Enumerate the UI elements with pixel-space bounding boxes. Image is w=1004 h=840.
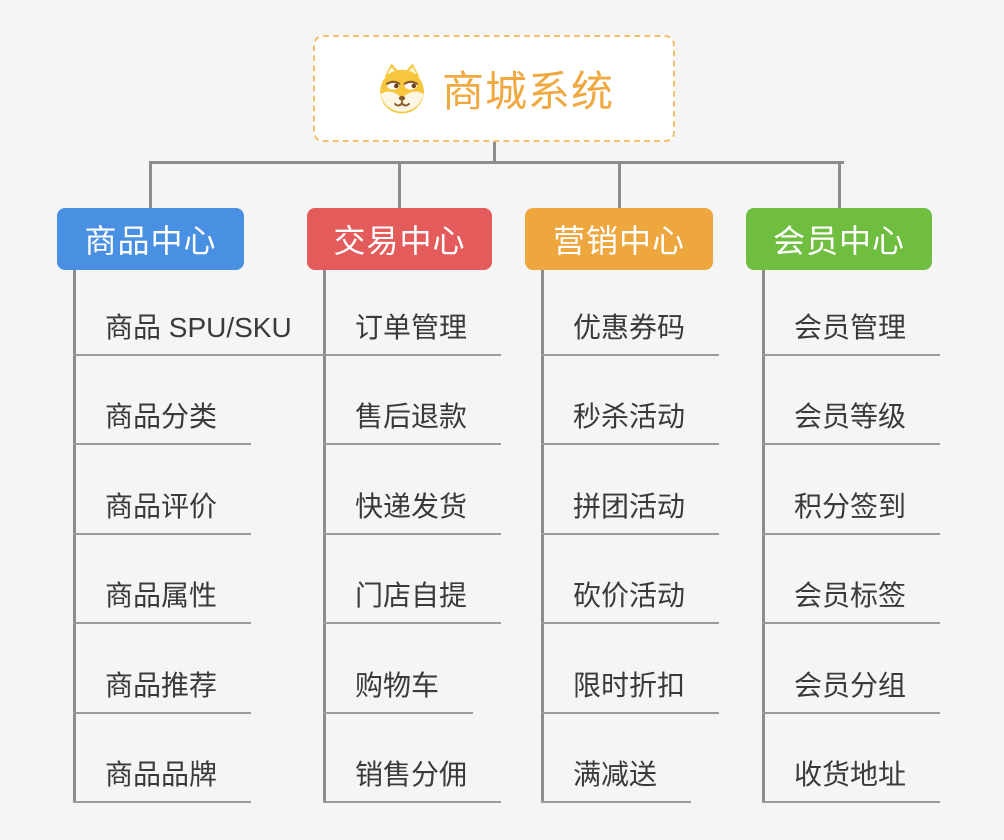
leaf-item[interactable]: 商品属性 [73, 572, 252, 625]
branch-vline-product-center [73, 270, 76, 803]
branch-header-trade-center[interactable]: 交易中心 [307, 208, 492, 270]
leaf-item[interactable]: 积分签到 [762, 483, 941, 535]
leaf-item[interactable]: 售后退款 [323, 393, 502, 446]
leaf-item[interactable]: 商品 SPU/SKU [73, 304, 326, 356]
trunk-connector [149, 161, 844, 164]
branch-vline-trade-center [323, 270, 326, 803]
leaf-item[interactable]: 门店自提 [323, 572, 502, 625]
branch-stub-product-center [149, 161, 152, 208]
branch-stub-marketing-center [617, 161, 621, 208]
branch-header-marketing-center[interactable]: 营销中心 [525, 208, 713, 270]
leaf-item[interactable]: 会员分组 [762, 662, 941, 714]
branch-stub-member-center [837, 161, 841, 208]
leaf-item[interactable]: 快递发货 [323, 483, 502, 535]
leaf-item[interactable]: 商品推荐 [73, 662, 252, 714]
branch-header-product-center[interactable]: 商品中心 [57, 208, 244, 270]
branch-stub-trade-center [398, 161, 401, 208]
branch-header-member-center[interactable]: 会员中心 [746, 208, 932, 270]
leaf-item[interactable]: 限时折扣 [541, 662, 720, 714]
leaf-item[interactable]: 商品评价 [73, 483, 252, 535]
leaf-item[interactable]: 优惠券码 [541, 304, 720, 356]
leaf-item[interactable]: 会员等级 [762, 393, 941, 446]
leaf-item[interactable]: 商品分类 [73, 393, 252, 446]
leaf-item[interactable]: 购物车 [323, 662, 474, 714]
leaf-item[interactable]: 会员标签 [762, 572, 941, 625]
leaf-item[interactable]: 商品品牌 [73, 751, 252, 803]
leaf-item[interactable]: 收货地址 [762, 751, 941, 803]
leaf-item[interactable]: 会员管理 [762, 304, 941, 356]
branch-vline-marketing-center [541, 270, 544, 803]
dog-face-icon [380, 63, 424, 113]
root-title: 商城系统 [441, 68, 614, 115]
leaf-item[interactable]: 砍价活动 [541, 572, 720, 625]
leaf-item[interactable]: 秒杀活动 [541, 393, 720, 446]
root-connector-stub [492, 142, 496, 164]
leaf-item[interactable]: 订单管理 [323, 304, 502, 356]
root-node[interactable]: 商城系统 [313, 35, 675, 142]
branch-vline-member-center [762, 270, 765, 803]
leaf-item[interactable]: 拼团活动 [541, 483, 720, 535]
leaf-item[interactable]: 满减送 [541, 751, 692, 803]
leaf-item[interactable]: 销售分佣 [323, 751, 502, 803]
